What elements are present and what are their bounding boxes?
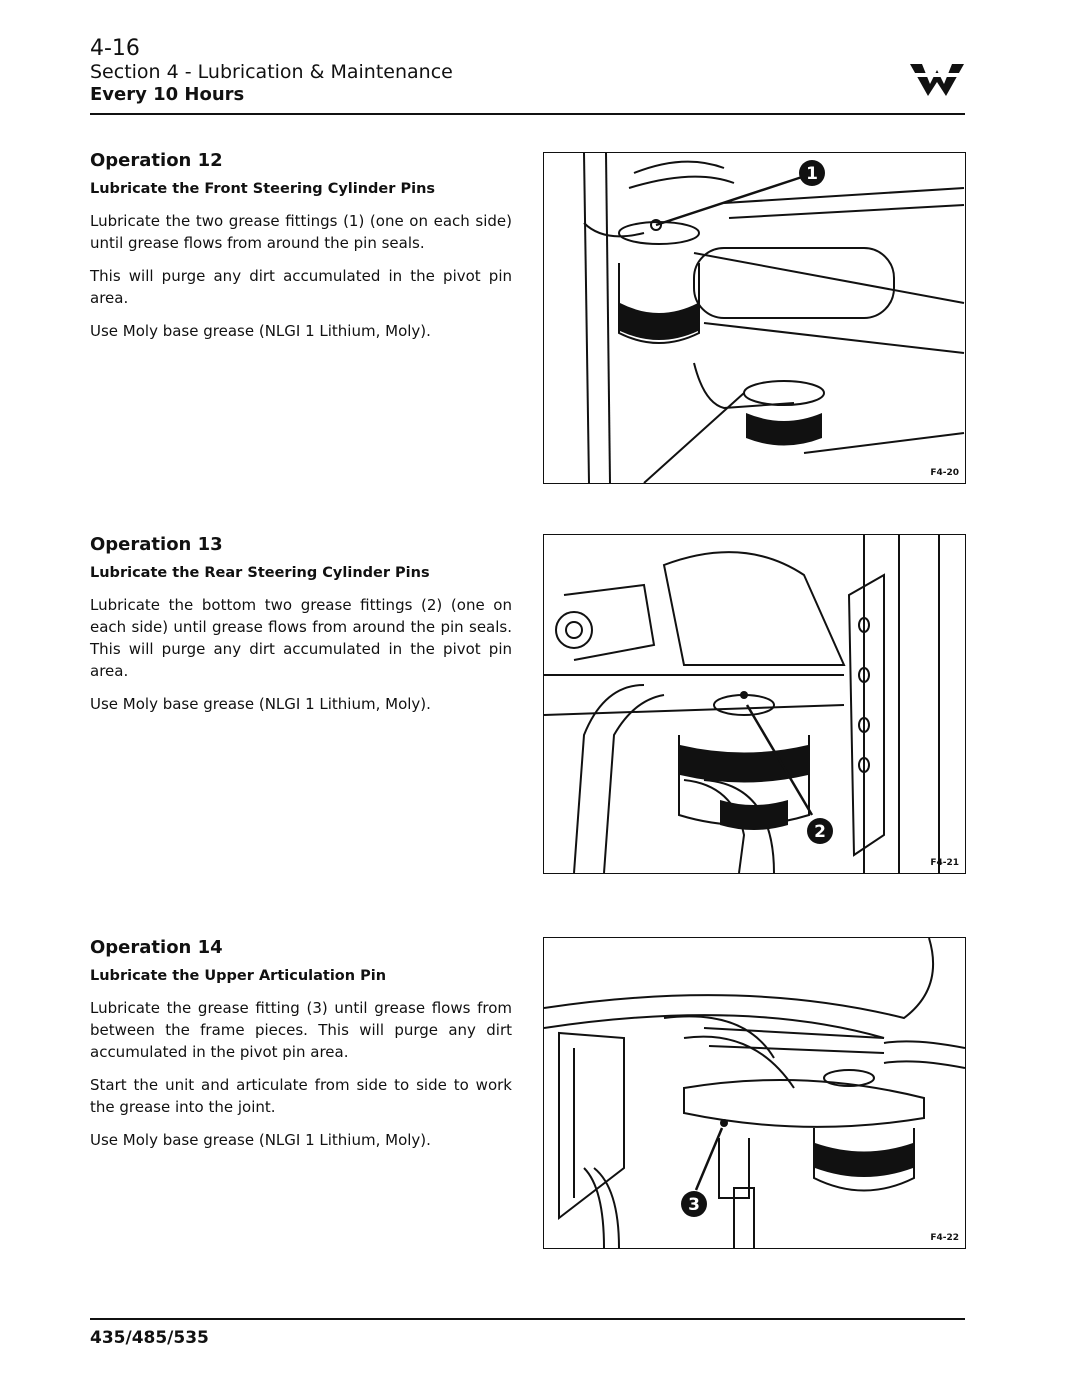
- footer-rule: [90, 1318, 965, 1320]
- page-number: 4-16: [90, 36, 140, 61]
- operation-paragraph: Use Moly base grease (NLGI 1 Lithium, Mo…: [90, 322, 431, 340]
- operation-paragraph: Start the unit and articulate from side …: [90, 1076, 512, 1116]
- figure-f4-21: 2 F4-21: [543, 534, 966, 874]
- operation-paragraph: Lubricate the two grease fittings (1) (o…: [90, 212, 512, 252]
- figure-label: F4-20: [930, 468, 959, 478]
- callout-number: 2: [814, 822, 826, 842]
- figure-label: F4-22: [930, 1233, 959, 1243]
- front-steering-cylinder-illustration: 1: [583, 153, 965, 483]
- figure-label: F4-21: [930, 858, 959, 868]
- callout-number: 1: [806, 164, 818, 184]
- upper-articulation-pin-illustration: 3: [544, 938, 965, 1248]
- operation-paragraph: This will purge any dirt accumulated in …: [90, 267, 512, 307]
- interval-title: Every 10 Hours: [90, 84, 245, 105]
- operation-subtitle: Lubricate the Rear Steering Cylinder Pin…: [90, 565, 430, 581]
- operation-14: Operation 14 Lubricate the Upper Articul…: [90, 937, 512, 1162]
- model-numbers: 435/485/535: [90, 1328, 209, 1348]
- figure-f4-22: 3 F4-22: [543, 937, 966, 1249]
- header-rule: [90, 113, 965, 115]
- operation-paragraph: Use Moly base grease (NLGI 1 Lithium, Mo…: [90, 695, 431, 713]
- operation-title: Operation 13: [90, 534, 223, 555]
- operation-subtitle: Lubricate the Front Steering Cylinder Pi…: [90, 181, 436, 197]
- operation-paragraph: Lubricate the grease fitting (3) until g…: [90, 999, 512, 1061]
- operation-title: Operation 14: [90, 937, 223, 958]
- operation-subtitle: Lubricate the Upper Articulation Pin: [90, 968, 387, 984]
- rear-steering-cylinder-illustration: 2: [544, 535, 940, 873]
- operation-title: Operation 12: [90, 150, 223, 171]
- section-title: Section 4 - Lubrication & Maintenance: [90, 61, 453, 83]
- operation-paragraph: Use Moly base grease (NLGI 1 Lithium, Mo…: [90, 1131, 431, 1149]
- operation-paragraph: Lubricate the bottom two grease fittings…: [90, 596, 512, 680]
- operation-12: Operation 12 Lubricate the Front Steerin…: [90, 150, 512, 353]
- brand-logo: [910, 64, 964, 96]
- figure-f4-20: 1 F4-20: [543, 152, 966, 484]
- operation-13: Operation 13 Lubricate the Rear Steering…: [90, 534, 512, 726]
- callout-number: 3: [688, 1195, 700, 1215]
